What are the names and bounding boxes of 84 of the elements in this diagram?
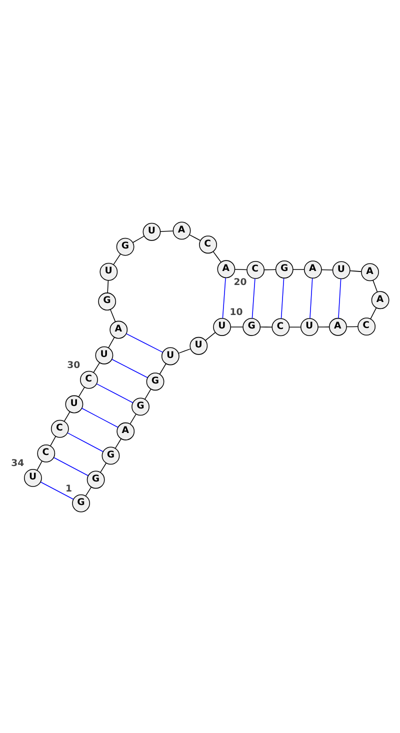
connector <box>114 438 122 448</box>
node-circle: U <box>142 222 161 240</box>
connector <box>64 410 70 422</box>
node-circle: G <box>98 292 116 310</box>
connector <box>178 348 191 354</box>
node-label: 34 <box>11 457 24 468</box>
node-circle: U <box>100 262 118 280</box>
connector <box>338 278 342 318</box>
node-circle: A <box>328 317 347 336</box>
connector <box>112 358 148 378</box>
connector <box>36 460 42 470</box>
node-circle: A <box>172 221 191 240</box>
connector <box>93 362 100 372</box>
connector <box>252 278 256 318</box>
node-circle: U <box>95 346 114 364</box>
node-circle: G <box>242 318 261 336</box>
node-circle: U <box>213 318 231 336</box>
connector <box>310 278 313 318</box>
node-circle: C <box>50 419 69 438</box>
node-circle: A <box>371 290 390 309</box>
connector <box>159 362 166 374</box>
node-circle: G <box>72 494 90 512</box>
node-circle: A <box>361 262 379 281</box>
connector <box>189 234 201 240</box>
node-circle: C <box>80 370 98 388</box>
node-circle: U <box>65 394 84 413</box>
connector <box>370 307 377 319</box>
node-circle: U <box>190 336 208 354</box>
connector <box>40 481 74 500</box>
node-circle: G <box>146 372 164 390</box>
node-label: 10 <box>230 306 243 318</box>
node-circle: U <box>24 468 42 486</box>
connector <box>350 270 362 272</box>
node-label: 1 <box>65 482 72 494</box>
connector <box>130 413 136 424</box>
node-circle: A <box>110 320 128 338</box>
node-circle: U <box>161 346 180 365</box>
connector <box>260 326 272 327</box>
node-circle: C <box>358 317 376 336</box>
connector <box>372 280 378 292</box>
connector <box>50 435 56 446</box>
node-circle: G <box>275 260 294 278</box>
node-circle: A <box>217 260 236 278</box>
node-circle: C <box>37 444 56 462</box>
connector <box>289 326 302 328</box>
node-circle: G <box>86 470 105 488</box>
connector <box>126 332 164 352</box>
connector <box>234 268 248 270</box>
connector <box>144 388 152 400</box>
node-circle: U <box>300 318 318 336</box>
connector <box>346 326 358 327</box>
node-circle: C <box>199 235 217 254</box>
node-circle: A <box>304 260 322 278</box>
connector <box>321 268 334 270</box>
node-circle: G <box>102 446 120 464</box>
connector <box>78 386 85 397</box>
node-circle: U <box>332 260 350 279</box>
connector <box>280 277 284 318</box>
node-label: 20 <box>234 276 247 288</box>
connector <box>81 407 118 428</box>
node-circle: G <box>116 237 134 256</box>
connector <box>222 277 226 318</box>
connector <box>113 253 121 264</box>
connector <box>264 268 276 270</box>
connector <box>132 235 145 242</box>
node-label: 30 <box>67 359 80 370</box>
node-circle: C <box>246 260 265 278</box>
connector <box>100 462 107 472</box>
connector <box>205 332 216 340</box>
connector <box>107 280 109 293</box>
node-circle: G <box>132 397 150 416</box>
connector <box>110 308 116 322</box>
connector <box>318 326 330 327</box>
connector <box>230 326 244 327</box>
connector <box>108 336 115 348</box>
connector <box>54 456 88 476</box>
connector <box>85 486 92 496</box>
connector <box>160 230 174 232</box>
node-circle: C <box>272 318 290 336</box>
connector <box>292 268 305 270</box>
node-circle: A <box>116 422 135 440</box>
connector <box>96 382 134 403</box>
connector <box>212 250 222 262</box>
connector <box>67 432 104 452</box>
